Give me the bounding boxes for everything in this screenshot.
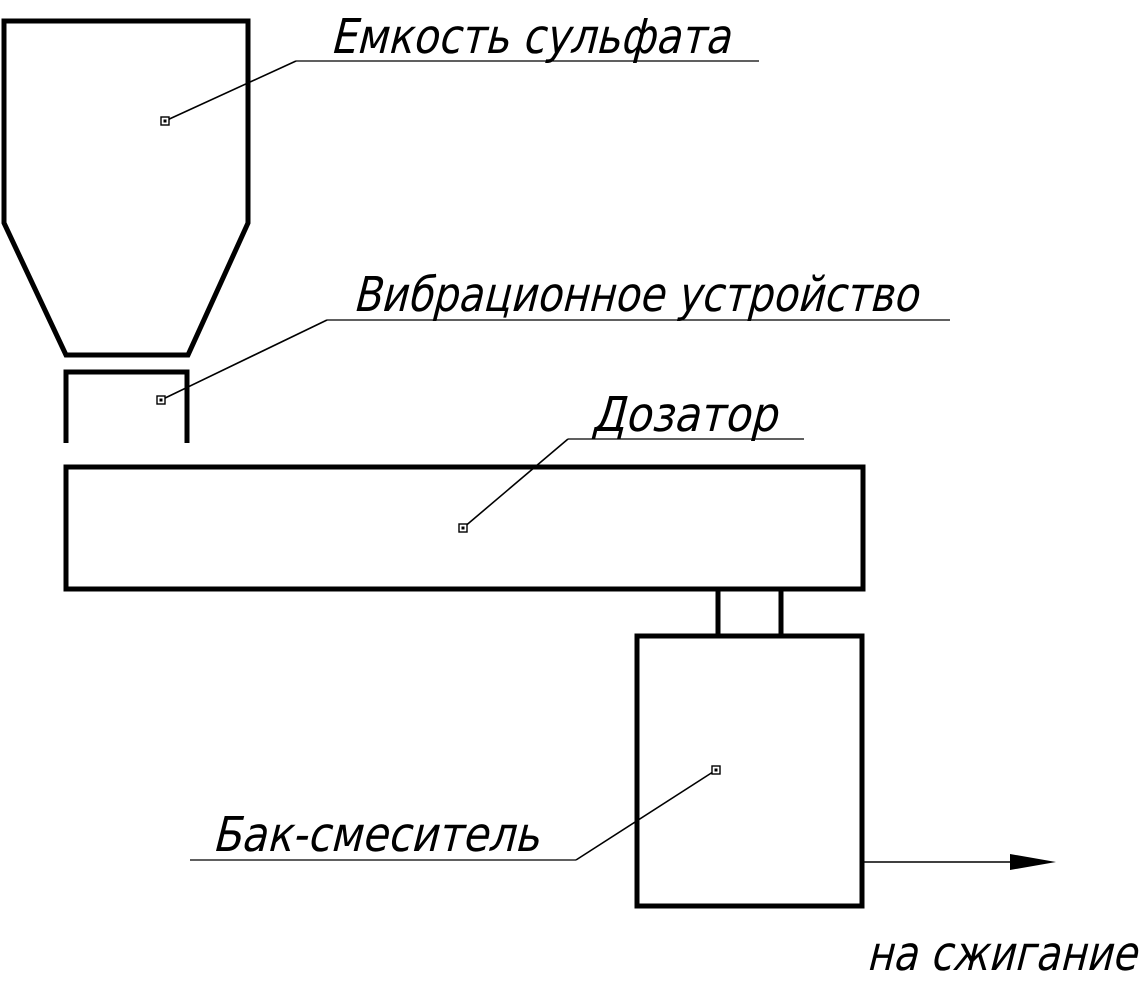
outlet-arrow	[862, 854, 1056, 870]
leader-sulfate-tank	[160, 60, 759, 126]
vibration-device	[63, 369, 190, 443]
label-mixer-tank: Бак-смеситель	[209, 808, 550, 863]
label-sulfate-tank: Емкость сульфата	[327, 10, 741, 65]
connector-pipe	[715, 589, 784, 636]
label-outlet: на сжигание	[863, 927, 1147, 982]
leader-vibration-device	[156, 319, 950, 405]
anchor-marker	[156, 395, 166, 405]
leader-dosing-unit	[458, 438, 804, 533]
anchor-marker	[160, 116, 170, 126]
leader-mixer-tank	[190, 765, 721, 861]
anchor-marker	[458, 523, 468, 533]
dosing-unit	[63, 464, 866, 592]
label-dosing-unit: Дозатор	[589, 388, 788, 443]
anchor-marker	[711, 765, 721, 775]
mixer-tank	[634, 633, 865, 909]
sulfate-hopper	[1, 18, 251, 358]
label-vibration-device: Вибрационное устройство	[350, 268, 929, 323]
